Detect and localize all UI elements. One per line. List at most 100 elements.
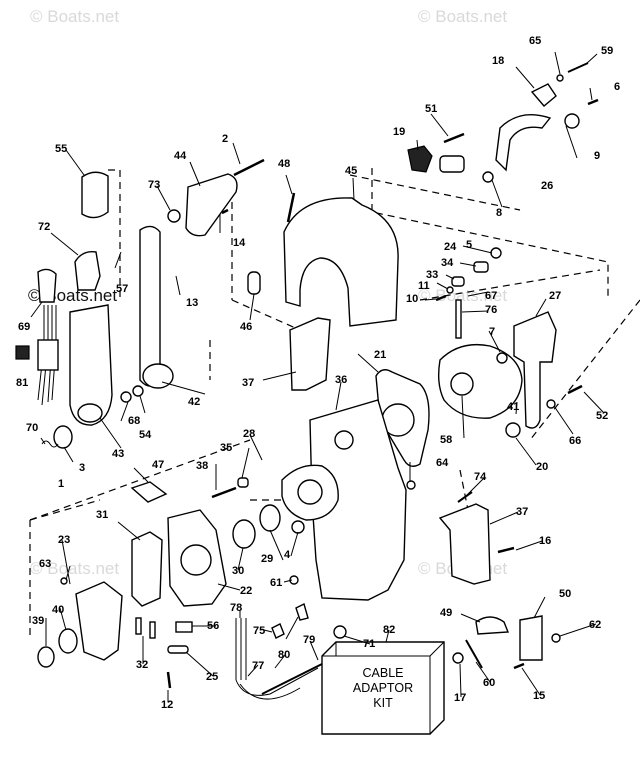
callout-28: 28 — [243, 428, 255, 440]
part-82-kit-box-edges — [322, 641, 445, 734]
part-19-link-clamp — [439, 155, 465, 173]
part-32-spring-right — [149, 621, 156, 639]
part-37-bracket-upper — [289, 317, 331, 391]
part-45-top-cover — [283, 197, 399, 327]
callout-50: 50 — [559, 588, 571, 600]
part-60-pin — [465, 639, 483, 669]
callout-34: 34 — [441, 257, 454, 269]
part-29-ring — [259, 504, 281, 532]
callout-81: 81 — [16, 377, 28, 389]
callout-55: 55 — [55, 143, 67, 155]
part-30-ring — [232, 519, 256, 549]
part-76-pin — [455, 299, 462, 339]
kit-label-line3: KIT — [373, 696, 393, 710]
part-64-nut — [406, 480, 416, 490]
kit-label-line1: CABLE — [363, 666, 404, 680]
callout-48: 48 — [278, 158, 290, 170]
callout-30: 30 — [232, 565, 244, 577]
part-23-base-plate — [75, 581, 123, 661]
part-20-nut — [505, 422, 521, 438]
part-46-plug — [247, 271, 261, 295]
callout-61: 61 — [270, 577, 282, 589]
part-51-screw — [443, 132, 465, 144]
watermark-mid-right: © Boats.net — [418, 286, 507, 305]
part-55-grip-cap — [81, 171, 109, 219]
callout-7: 7 — [489, 326, 495, 338]
part-34-spring — [473, 261, 489, 273]
part-42-control-lever — [139, 225, 161, 387]
callout-75: 75 — [253, 625, 265, 637]
callout-20: 20 — [536, 461, 548, 473]
callout-39: 39 — [32, 615, 44, 627]
callout-46: 46 — [240, 321, 252, 333]
part-69-switch — [37, 268, 57, 303]
callout-17: 17 — [454, 692, 466, 704]
part-17-cap — [452, 652, 464, 664]
part-39-ring — [37, 646, 55, 668]
dashed-outline-upper — [29, 168, 640, 640]
part-10-screw — [435, 294, 447, 302]
callout-74: 74 — [474, 471, 487, 483]
callout-27: 27 — [549, 290, 561, 302]
callout-51: 51 — [425, 103, 437, 115]
callout-66: 66 — [569, 435, 581, 447]
callout-13: 13 — [186, 297, 198, 309]
callout-9: 9 — [594, 150, 600, 162]
part-9-washer — [564, 113, 580, 129]
callout-68: 68 — [128, 415, 140, 427]
part-53-clip — [295, 602, 309, 621]
callout-29: 29 — [261, 553, 273, 565]
part-main-plate-hole — [334, 430, 354, 450]
part-28-bearing — [297, 479, 323, 505]
callout-77: 77 — [252, 660, 264, 672]
part-77-harness — [235, 667, 319, 700]
kit-label-line2: ADAPTOR — [353, 681, 413, 695]
callout-37b: 37 — [516, 506, 528, 518]
part-49-cable-clamp — [475, 616, 510, 635]
part-8-nut — [482, 171, 494, 183]
part-26-throttle-arm — [495, 114, 552, 172]
part-73-bushing — [167, 209, 181, 223]
callout-73: 73 — [148, 179, 160, 191]
part-38-screw — [211, 486, 237, 499]
part-75-clip — [271, 623, 285, 639]
callout-69: 69 — [18, 321, 30, 333]
callout-31: 31 — [96, 509, 108, 521]
callout-3: 3 — [79, 462, 85, 474]
part-19-link-block — [407, 145, 433, 173]
part-42-lever-hub — [142, 363, 174, 389]
part-56-neutral-switch — [175, 621, 193, 633]
part-14-screw — [221, 208, 229, 215]
part-68-washer — [132, 385, 144, 397]
callout-12: 12 — [161, 699, 173, 711]
callout-40: 40 — [52, 604, 64, 616]
callout-22: 22 — [240, 585, 252, 597]
part-37-bracket-lower — [438, 503, 491, 585]
callout-64: 64 — [436, 457, 449, 469]
part-18-shift-lever — [530, 83, 557, 107]
part-74-screw — [457, 491, 473, 503]
callout-62: 62 — [589, 619, 601, 631]
part-44-lever-sleeve — [185, 173, 238, 237]
part-25-pin — [167, 645, 189, 654]
part-47-pad — [130, 481, 168, 503]
callout-38: 38 — [196, 460, 208, 472]
part-35-spacer — [237, 477, 249, 488]
callout-11: 11 — [418, 280, 430, 292]
callout-33: 33 — [426, 269, 438, 281]
part-main-plate — [309, 399, 407, 601]
part-50-anchor-bracket — [519, 615, 543, 661]
part-2-screw — [233, 158, 265, 177]
callout-71: 71 — [363, 638, 375, 650]
part-40-ring — [58, 628, 78, 654]
part-54-washer — [120, 391, 132, 403]
callout-24: 24 — [444, 241, 457, 253]
callout-63: 63 — [39, 558, 51, 570]
callout-18: 18 — [492, 55, 504, 67]
callout-76: 76 — [485, 304, 497, 316]
callout-82: 82 — [383, 624, 395, 636]
part-58-disc-hub — [450, 372, 474, 396]
part-43-handle-arm — [69, 304, 113, 426]
callout-52: 52 — [596, 410, 608, 422]
